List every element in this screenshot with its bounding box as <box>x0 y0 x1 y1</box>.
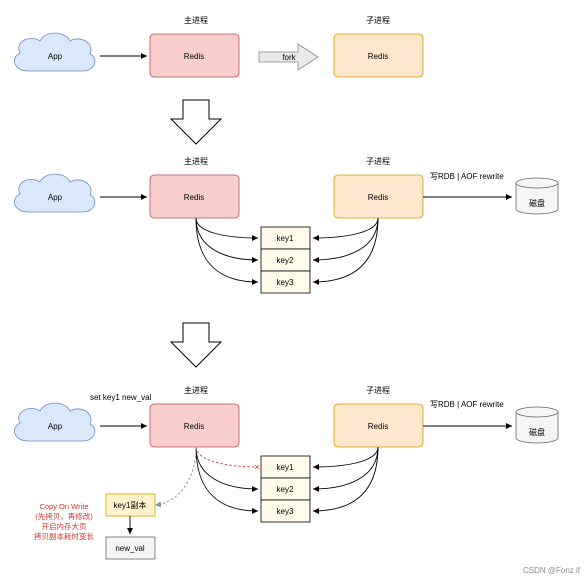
rdb-aof-label-2: 写RDB | AOF rewrite <box>430 172 504 181</box>
main-to-key3-2 <box>195 217 259 285</box>
main-to-key2-3 <box>195 446 259 492</box>
key3-box-3 <box>260 499 311 523</box>
key2-label-2: key2 <box>277 256 294 265</box>
section-cow: 主进程 子进程 App set key1 new_val Redis Redis… <box>14 385 559 560</box>
cloud-icon <box>14 402 96 442</box>
key2-label-3: key2 <box>277 485 294 494</box>
disk-icon <box>515 183 559 215</box>
redis-child-label-1: Redis <box>368 52 388 61</box>
redis-main-label-3: Redis <box>184 422 204 431</box>
redis-main-label-2: Redis <box>184 193 204 202</box>
child-process-label-1: 子进程 <box>366 16 390 25</box>
down-arrow-2 <box>169 322 223 368</box>
child-to-key2-2 <box>312 217 379 263</box>
main-to-key1-broken <box>195 446 259 468</box>
new-val-box <box>105 536 156 560</box>
child-to-key2-3 <box>312 446 379 492</box>
app-label: App <box>48 422 63 431</box>
cow-note-line2: (先拷贝，再修改) <box>35 511 93 521</box>
section-fork: 主进程 子进程 App Redis fork Redis <box>14 15 424 78</box>
disk-top <box>515 177 559 189</box>
cow-note-line4: 拷贝副本耗时变长 <box>34 531 94 541</box>
fork-label: fork <box>282 53 296 62</box>
cow-note-line3: 开启内存大页 <box>42 521 87 531</box>
key3-box-2 <box>260 270 311 294</box>
app-label: App <box>48 193 63 202</box>
key1-label-3: key1 <box>277 463 294 472</box>
main-to-key1-2 <box>195 217 259 241</box>
app-cloud-3: App <box>14 402 96 442</box>
redis-main-label-1: Redis <box>184 52 204 61</box>
cow-note: Copy On Write (先拷贝，再修改) 开启内存大页 拷贝副本耗时变长 <box>34 502 94 541</box>
disk-label: 磁盘 <box>529 198 545 208</box>
key1-copy-label: key1副本 <box>114 500 147 510</box>
rdb-aof-label-3: 写RDB | AOF rewrite <box>430 400 504 409</box>
disk-label: 磁盘 <box>529 427 545 437</box>
redis-main-box-1 <box>149 33 240 78</box>
redis-child-box-1 <box>333 33 424 78</box>
disk-2: 磁盘 <box>515 177 559 215</box>
redis-child-box-3 <box>333 403 424 448</box>
cow-note-line1: Copy On Write <box>39 502 88 511</box>
app-cloud-1: App <box>14 32 96 72</box>
disk-3: 磁盘 <box>515 406 559 444</box>
app-label: App <box>48 52 63 61</box>
redis-main-box-3 <box>149 403 240 448</box>
watermark: CSDN @Fonz if <box>523 566 581 575</box>
key1-copy-box <box>105 493 156 517</box>
child-to-key1-2 <box>312 217 379 241</box>
child-to-key1-3 <box>312 446 379 470</box>
child-to-key3-3 <box>312 446 379 514</box>
key3-label-3: key3 <box>277 507 294 516</box>
disk-icon <box>515 412 559 444</box>
redis-child-box-2 <box>333 174 424 219</box>
main-process-label-1: 主进程 <box>184 15 208 25</box>
cloud-icon <box>14 32 96 72</box>
key3-label-2: key3 <box>277 278 294 287</box>
main-to-key2-2 <box>195 217 259 263</box>
fork-arrow <box>258 43 319 71</box>
main-process-label-3: 主进程 <box>184 385 208 395</box>
broken-x-icon: × <box>254 462 259 472</box>
cloud-icon <box>14 173 96 213</box>
disk-top <box>515 406 559 418</box>
redis-child-label-3: Redis <box>368 422 388 431</box>
redis-child-label-2: Redis <box>368 193 388 202</box>
new-val-label: new_val <box>115 544 145 553</box>
main-to-key3-3 <box>195 446 259 514</box>
app-cloud-2: App <box>14 173 96 213</box>
child-to-key3-2 <box>312 217 379 285</box>
key1-label-2: key1 <box>277 234 294 243</box>
section-persist: 主进程 子进程 App Redis Redis 写RDB | AOF rewri… <box>14 156 559 294</box>
child-process-label-3: 子进程 <box>366 386 390 395</box>
main-to-copy-arrow <box>154 446 197 508</box>
down-arrow-1 <box>169 99 223 145</box>
set-command-label: set key1 new_val <box>90 393 152 402</box>
child-process-label-2: 子进程 <box>366 157 390 166</box>
main-process-label-2: 主进程 <box>184 156 208 166</box>
redis-main-box-2 <box>149 174 240 219</box>
